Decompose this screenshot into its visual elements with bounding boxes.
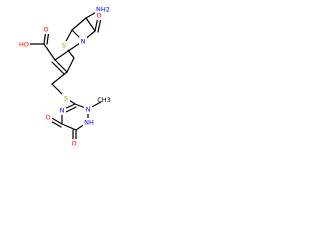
bond-c2-c3 (66, 57, 75, 73)
bond-tr-c6-c5 (61, 123, 77, 131)
atom-triazine-nh: NH (84, 119, 94, 127)
bond-c4-n (54, 40, 84, 61)
molecule-canvas: NH2 N O S O HO S N N NH O O CH3 (0, 0, 150, 150)
bond-c8-o-double (97, 17, 102, 33)
atom-lactam-nitrogen: N (81, 38, 86, 46)
atom-amino-nitrogen: NH2 (96, 6, 110, 14)
bond-c4-ccooh (43, 43, 56, 61)
atom-triazine-nitrogen-a: N (86, 106, 91, 114)
atom-methyl: CH3 (97, 96, 111, 104)
atom-triazine-oxygen-a: O (45, 114, 50, 122)
bond-c3-c4 (54, 59, 68, 73)
chemical-structure-diagram: NH2 N O S O HO S N N NH O O CH3 (18, 5, 111, 148)
atom-lactam-oxygen: O (96, 12, 101, 20)
bond-c7-c8 (85, 17, 96, 32)
atom-hydroxyl: HO (19, 41, 29, 49)
bond-c3-ch2 (51, 71, 68, 85)
bond-c6-c7 (71, 17, 87, 31)
bond-c3-c4-double (51, 61, 65, 75)
atom-acid-oxygen: O (43, 26, 48, 34)
atom-ring-sulfur: S (62, 42, 66, 50)
atom-triazine-oxygen-b: O (71, 140, 76, 148)
atom-triazine-nitrogen-b: N (60, 107, 65, 115)
atom-thioether-sulfur: S (64, 95, 68, 103)
atom-labels: NH2 N O S O HO S N N NH O O CH3 (18, 5, 111, 148)
